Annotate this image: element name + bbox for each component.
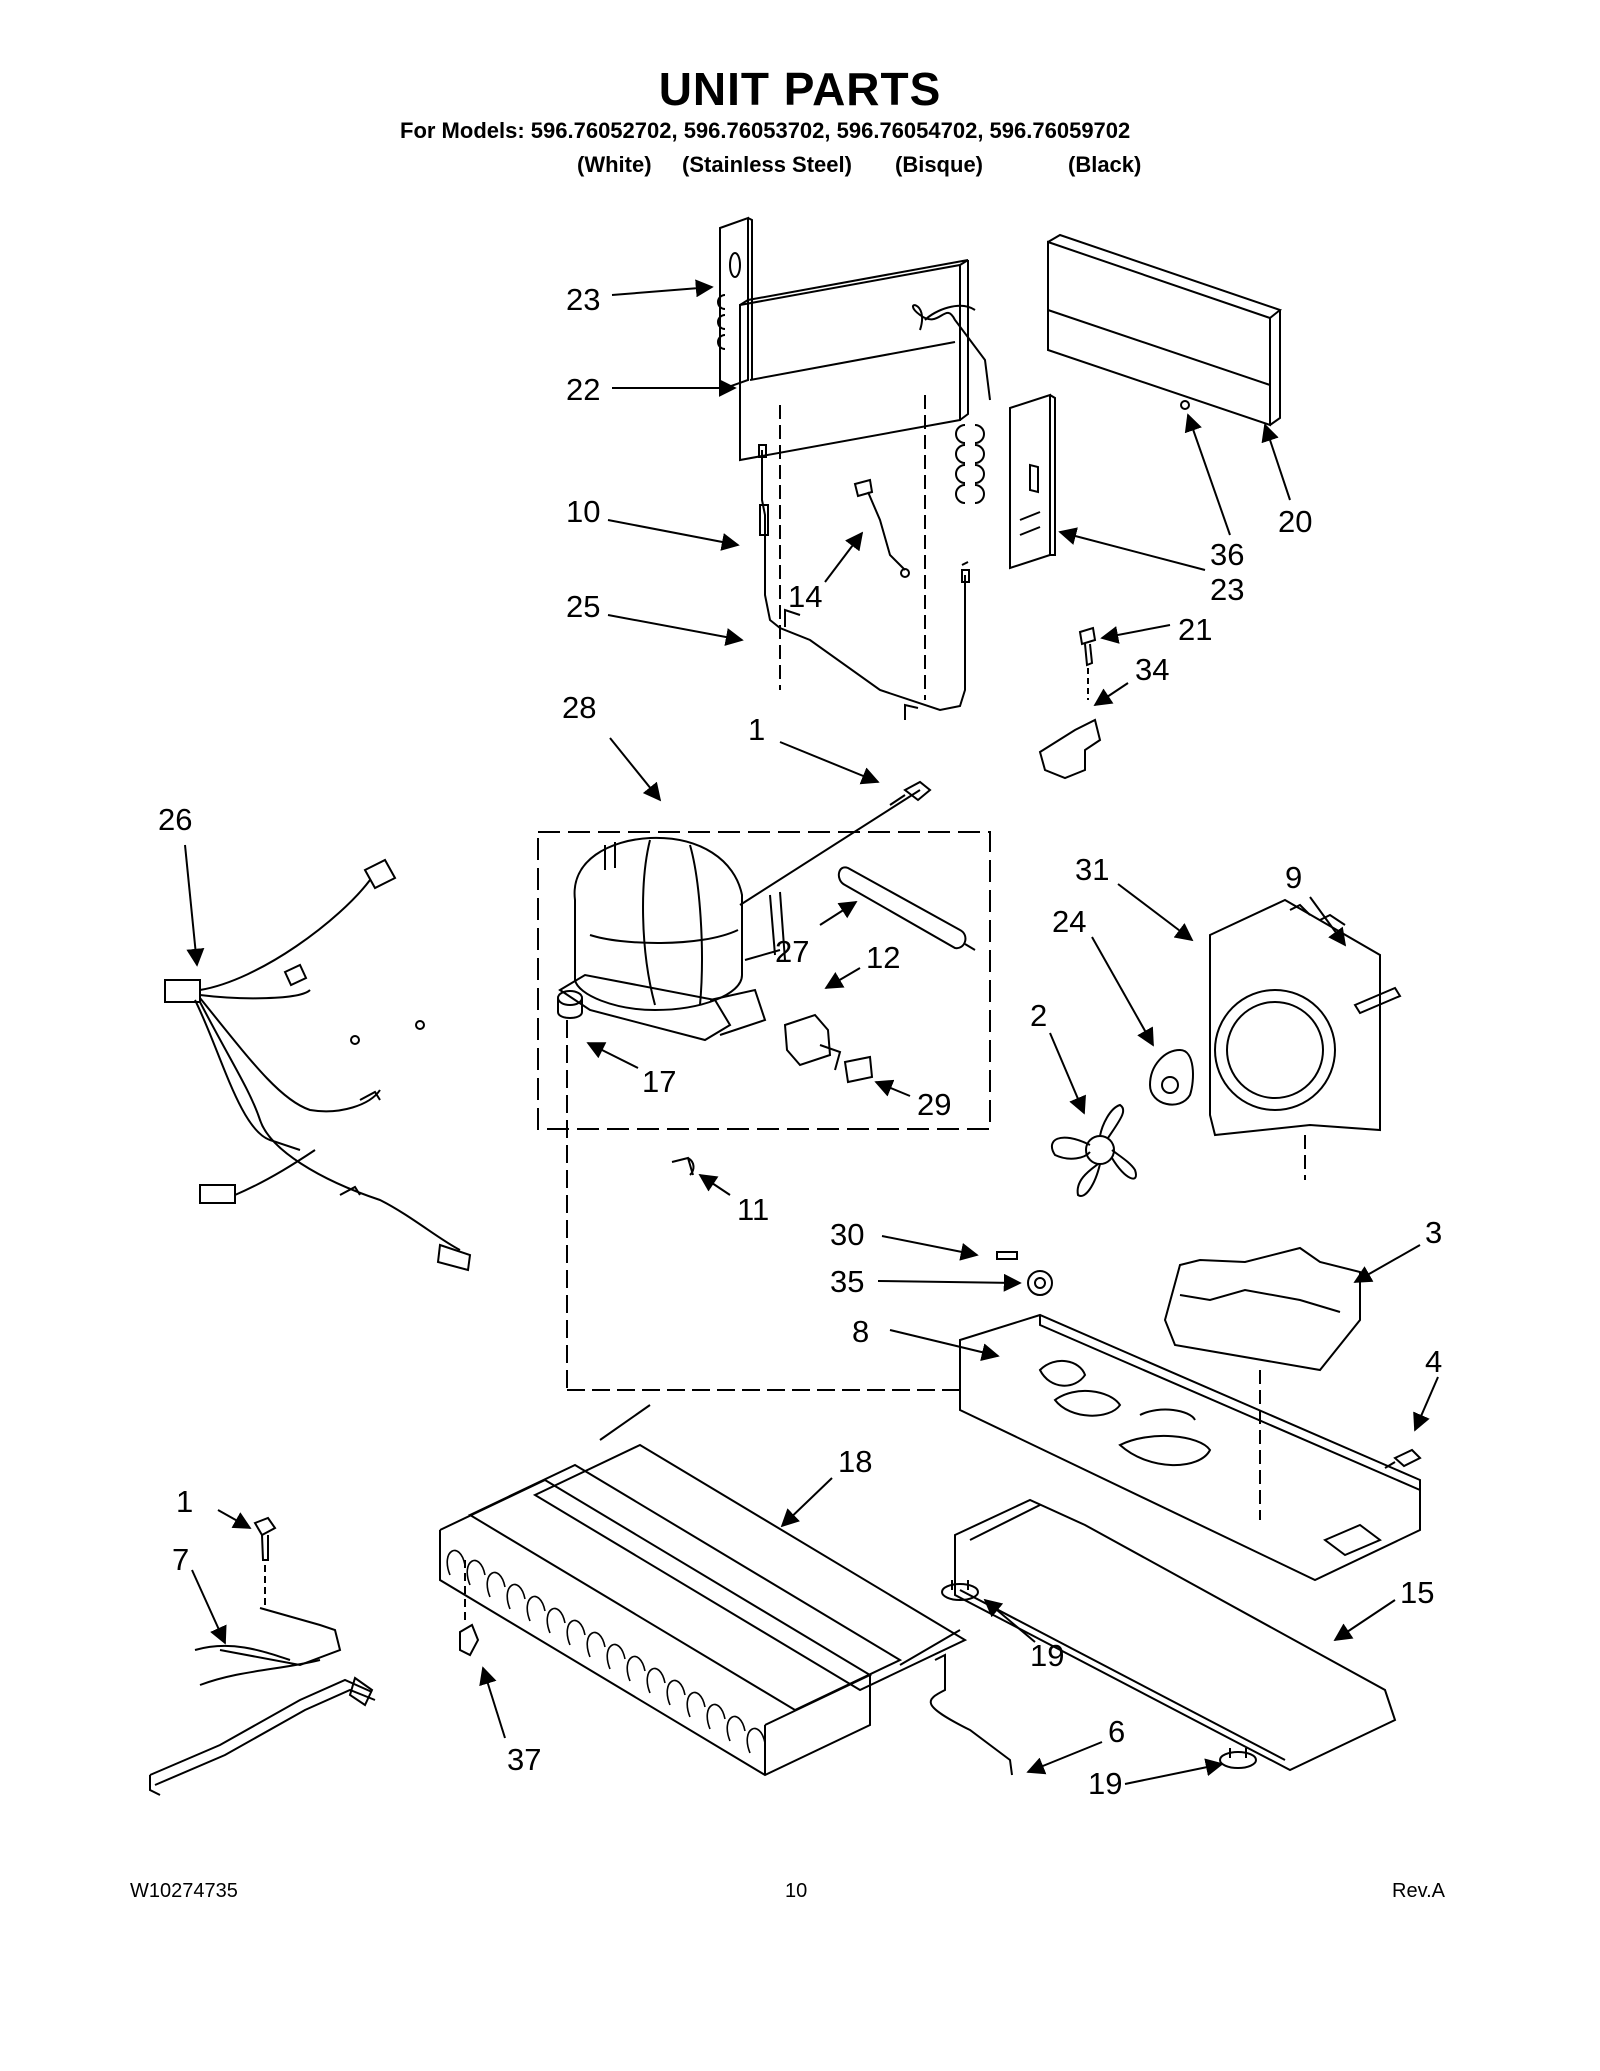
screw-harness-7-part xyxy=(149,1516,376,1796)
callout-label: 19 xyxy=(1088,1766,1122,1801)
callout-label: 23 xyxy=(1210,572,1244,607)
callout-label: 29 xyxy=(917,1087,951,1122)
callout-label: 4 xyxy=(1425,1344,1442,1379)
callout-labels: 23 22 10 14 25 36 20 23 21 34 28 1 26 27… xyxy=(158,282,1442,1801)
fan-blade-part xyxy=(1050,1103,1137,1197)
callout-label: 1 xyxy=(176,1484,193,1519)
wire-harness-part xyxy=(164,858,472,1272)
color-black: (Black) xyxy=(1068,152,1142,177)
tray-part xyxy=(1163,1246,1361,1520)
callout-label: 26 xyxy=(158,802,192,837)
screw-bracket-part xyxy=(1038,626,1102,780)
heater-part xyxy=(758,444,970,720)
document-number: W10274735 xyxy=(130,1880,238,1902)
callout-label: 20 xyxy=(1278,504,1312,539)
callout-label: 15 xyxy=(1400,1575,1434,1610)
color-white: (White) xyxy=(577,152,652,177)
callout-label: 7 xyxy=(172,1542,189,1577)
base-plate-part xyxy=(959,1313,1421,1582)
fan-motor-part xyxy=(1148,1048,1194,1106)
callout-label: 23 xyxy=(566,282,600,317)
callout-label: 3 xyxy=(1425,1215,1442,1250)
callout-label: 19 xyxy=(1030,1638,1064,1673)
callout-label: 24 xyxy=(1052,904,1086,939)
parts-drawing xyxy=(149,216,1422,1796)
callout-label: 11 xyxy=(737,1192,769,1227)
compressor-part xyxy=(558,836,786,1042)
bushing-30-part xyxy=(996,1251,1018,1260)
page-number: 10 xyxy=(785,1880,808,1902)
evaporator-part xyxy=(717,216,991,700)
callout-label: 8 xyxy=(852,1314,869,1349)
screw-top-part xyxy=(889,780,932,806)
callout-arrows xyxy=(184,279,1439,1785)
condenser-part xyxy=(439,1404,968,1777)
fan-shroud-part xyxy=(1209,898,1381,1180)
color-bisque: (Bisque) xyxy=(895,152,983,177)
screw-4-part xyxy=(1384,1448,1422,1469)
callout-label: 1 xyxy=(748,712,765,747)
color-stainless-steel: (Stainless Steel) xyxy=(682,152,852,177)
callout-label: 17 xyxy=(642,1064,676,1099)
callout-label: 36 xyxy=(1210,537,1244,572)
callout-label: 18 xyxy=(838,1444,872,1479)
callout-label: 9 xyxy=(1285,860,1302,895)
callout-label: 34 xyxy=(1135,652,1169,687)
callout-label: 14 xyxy=(788,579,822,614)
feet-part xyxy=(941,1580,1257,1769)
grommet-part xyxy=(557,789,960,1391)
callout-label: 31 xyxy=(1075,852,1109,887)
callout-label: 35 xyxy=(830,1264,864,1299)
thermistor-part xyxy=(853,478,910,578)
callout-label: 12 xyxy=(866,940,900,975)
callout-label: 6 xyxy=(1108,1714,1125,1749)
callout-label: 25 xyxy=(566,589,600,624)
bushing-35-part xyxy=(1027,1270,1053,1296)
revision: Rev.A xyxy=(1392,1880,1445,1902)
callout-label: 2 xyxy=(1030,998,1047,1033)
bracket-right-part xyxy=(1009,393,1056,570)
callout-label: 22 xyxy=(566,372,600,407)
callout-label: 37 xyxy=(507,1742,541,1777)
drier-part xyxy=(837,866,976,951)
callout-label: 21 xyxy=(1178,612,1212,647)
cover-plate-part xyxy=(954,1498,1397,1772)
clip-37-part xyxy=(459,1623,480,1657)
callout-label: 27 xyxy=(775,934,809,969)
screw-9-part xyxy=(1353,986,1402,1015)
rod-part xyxy=(929,1653,1013,1776)
cover-part xyxy=(1047,233,1283,427)
page-title: UNIT PARTS xyxy=(658,63,942,115)
clip-part xyxy=(671,1156,695,1176)
callout-label: 28 xyxy=(562,690,596,725)
callout-label: 30 xyxy=(830,1217,864,1252)
models-line: For Models: 596.76052702, 596.76053702, … xyxy=(400,118,1131,143)
callout-label: 10 xyxy=(566,494,600,529)
relay-part xyxy=(783,1013,874,1084)
